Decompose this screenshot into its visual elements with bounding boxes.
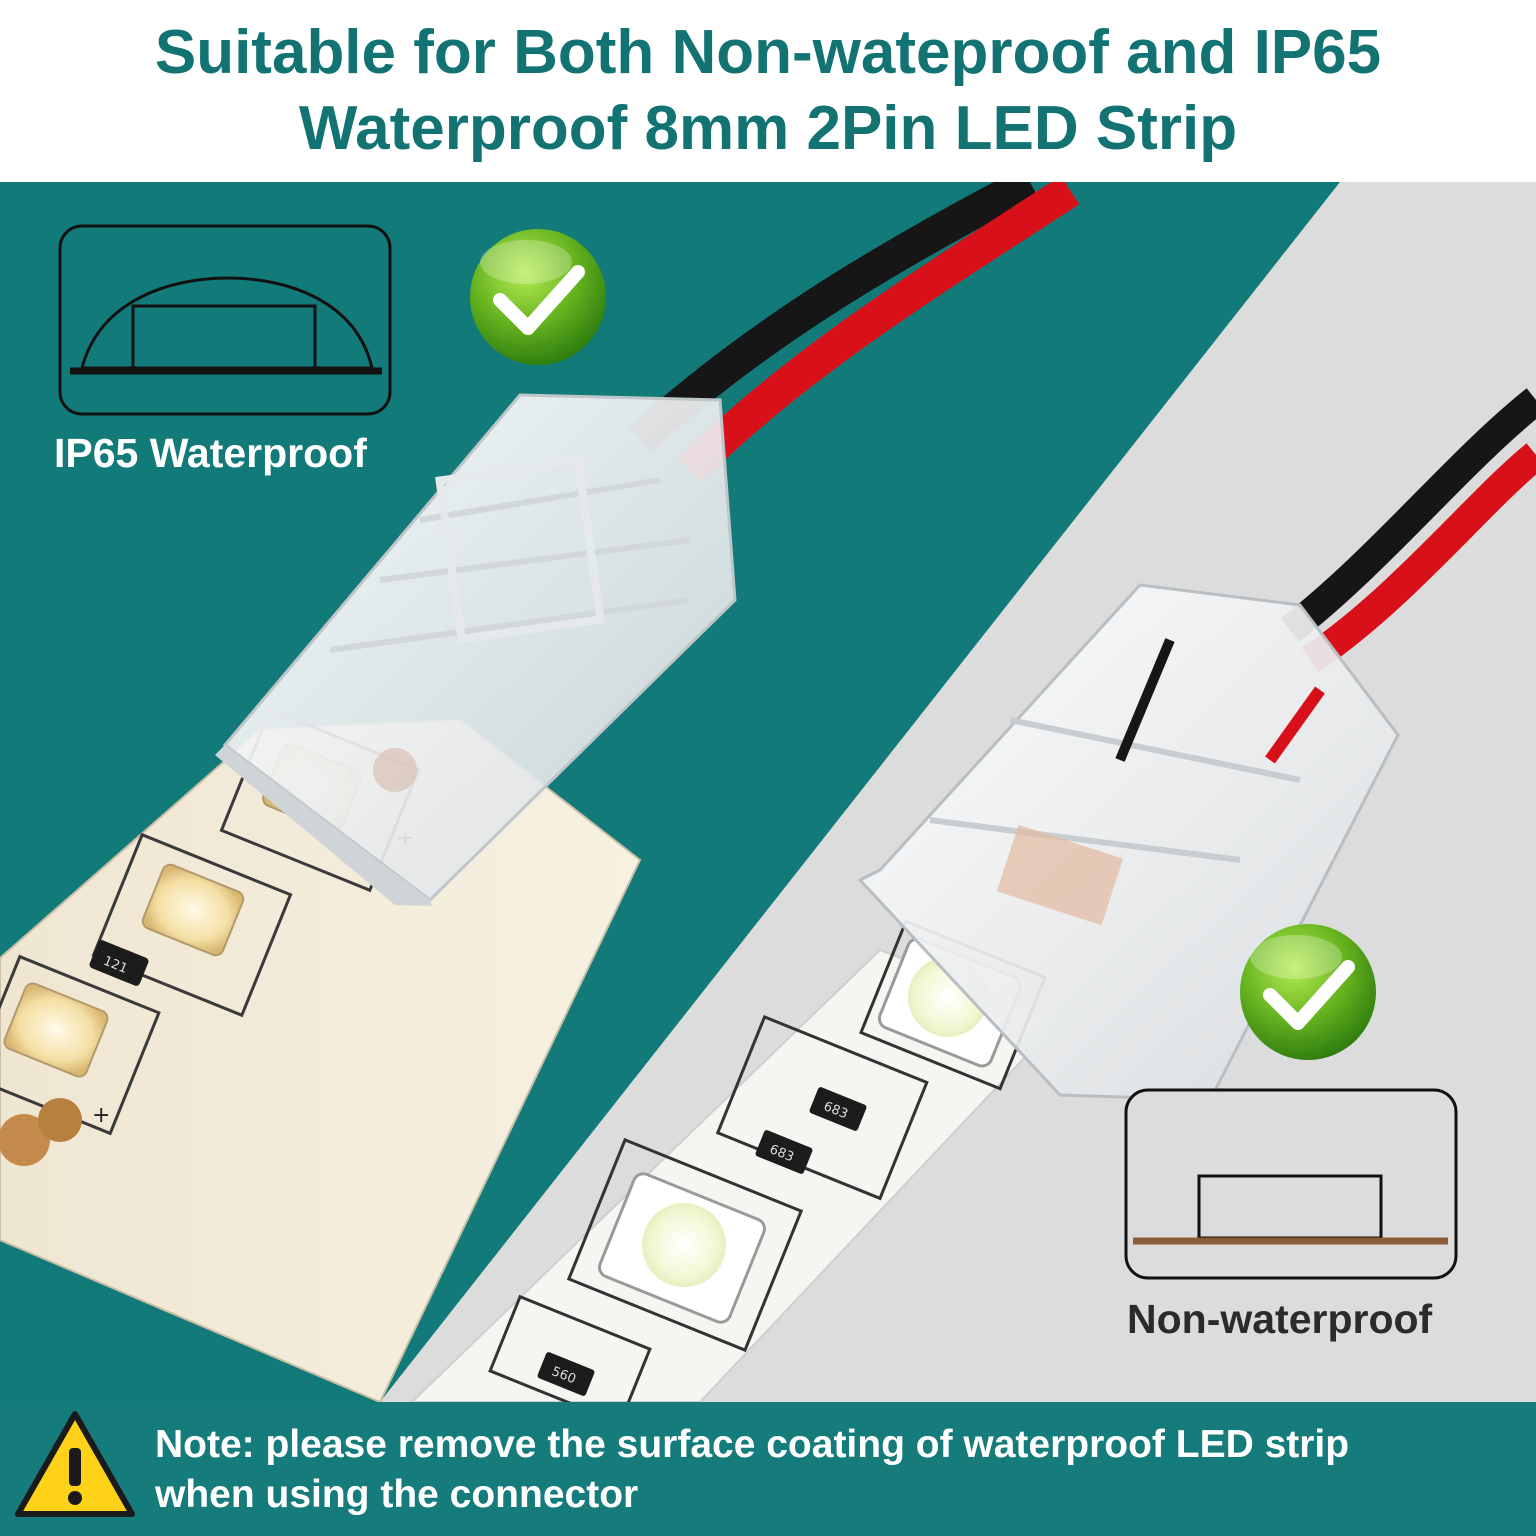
- non-waterproof-label: Non-waterproof: [1127, 1296, 1433, 1342]
- check-icon-waterproof: [470, 229, 606, 365]
- product-scene: 121 + + 683 683 560: [0, 182, 1536, 1402]
- title-line-1: Suitable for Both Non-wateproof and IP65: [154, 18, 1382, 87]
- note-line-1: Note: please remove the surface coating …: [155, 1423, 1350, 1466]
- svg-text:+: +: [92, 1103, 110, 1128]
- bare-strip-cross-section-icon: [1124, 1088, 1458, 1280]
- title-line-2: Waterproof 8mm 2Pin LED Strip: [298, 94, 1238, 163]
- waterproof-strip-cross-section-icon: [58, 224, 392, 416]
- check-icon-non-waterproof: [1240, 924, 1376, 1060]
- warning-icon: [15, 1411, 135, 1517]
- waterproof-label: IP65 Waterproof: [54, 430, 367, 476]
- note-line-2: when using the connector: [155, 1473, 639, 1516]
- connector-waterproof: [215, 393, 737, 906]
- non-waterproof-led-strip: 683 683 560: [410, 919, 1062, 1402]
- black-wire-left: [628, 182, 1038, 453]
- red-wire-right: [1301, 443, 1536, 673]
- black-wire-right: [1280, 388, 1536, 642]
- red-wire-left: [677, 182, 1080, 483]
- footer-note-bar: [0, 1402, 1536, 1536]
- header: Suitable for Both Non-wateproof and IP65…: [0, 0, 1536, 182]
